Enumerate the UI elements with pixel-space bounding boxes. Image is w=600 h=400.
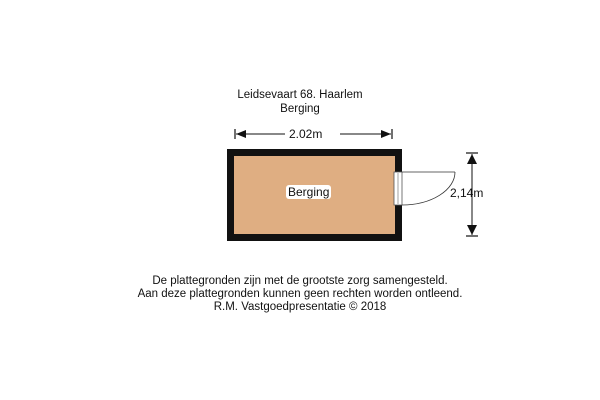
height-dimension	[466, 152, 478, 237]
disclaimer-line-1: De plattegronden zijn met de grootste zo…	[152, 275, 448, 287]
width-label: 2.02m	[287, 127, 325, 141]
height-label: 2,14m	[450, 186, 484, 200]
floor-title: Berging	[280, 103, 320, 115]
room-label: Berging	[286, 185, 332, 199]
disclaimer-line-2: Aan deze plattegronden kunnen geen recht…	[137, 288, 463, 300]
copyright: R.M. Vastgoedpresentatie © 2018	[213, 301, 387, 313]
address-title: Leidsevaart 68. Haarlem	[237, 89, 363, 101]
door	[393, 171, 456, 206]
width-dimension	[234, 129, 393, 139]
